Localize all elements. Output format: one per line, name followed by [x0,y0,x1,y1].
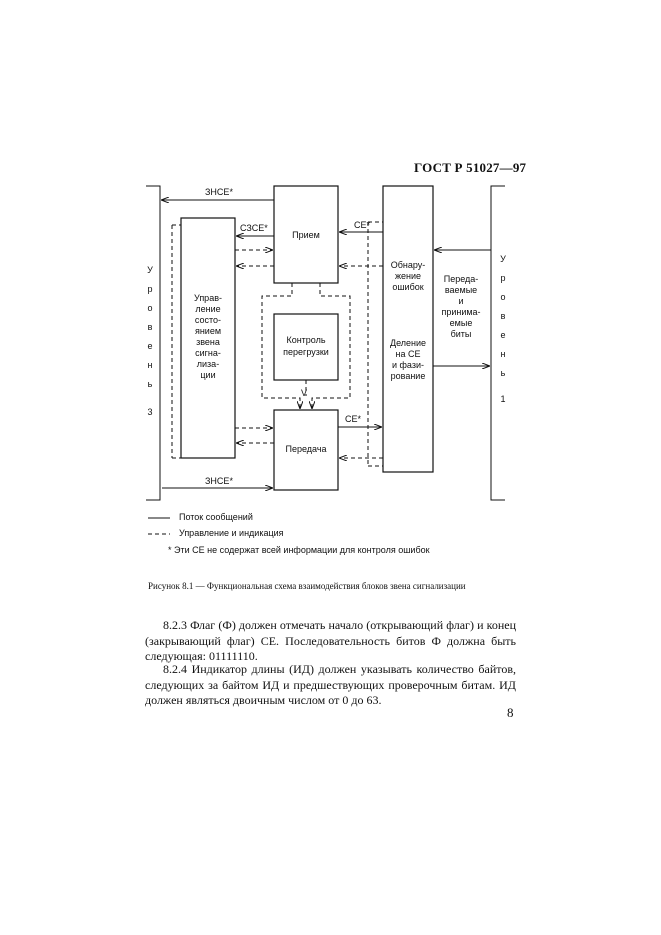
overload-control-loop [261,283,300,408]
legend-flow: Поток сообщений [179,512,253,522]
level1-letter: У [500,254,506,264]
svg-text:биты: биты [451,329,472,339]
level3-bracket [146,185,161,501]
level3-letter: о [147,303,152,313]
svg-text:на СЕ: на СЕ [396,349,421,359]
svg-text:емые: емые [450,318,473,328]
level3-letters: У р о в е н ь 3 [147,265,153,417]
transmit-block [273,409,339,491]
receive-text: Прием [292,230,320,240]
level1-letter: 1 [500,394,505,404]
overload-block [273,313,339,381]
delimit-text: Деление на СЕ и фази- рование [390,338,426,381]
level1-letter: о [500,292,505,302]
svg-text:состо-: состо- [195,315,221,325]
svg-text:принима-: принима- [441,307,480,317]
paragraph-8-2-3: 8.2.3 Флаг (Ф) должен отмечать начало (о… [145,618,516,663]
overload-text: Контроль перегрузки [283,335,329,357]
receive-block [273,185,339,284]
level3-letter: е [147,341,152,351]
error-detection-text: Обнару- жение ошибок [391,260,426,292]
transmit-text: Передача [285,444,326,454]
svg-text:Обнару-: Обнару- [391,260,426,270]
level1-letter: е [500,330,505,340]
level1-letter: н [501,349,506,359]
figure-caption: Рисунок 8.1 — Функциональная схема взаим… [148,581,466,591]
svg-text:рование: рование [391,371,426,381]
svg-text:ошибок: ошибок [392,282,423,292]
znse-bottom-label: ЗНСЕ* [205,476,233,486]
document-header: ГОСТ Р 51027—97 [414,160,527,175]
svg-text:лиза-: лиза- [197,359,219,369]
se-top-label: СЕ* [354,220,371,230]
legend-note: * Эти СЕ не содержат всей информации для… [168,545,430,555]
znse-top-label: ЗНСЕ* [205,187,233,197]
level3-letter: У [147,265,153,275]
functional-diagram: У р о в е н ь 3 У р о в е н ь 1 Управ- л… [146,185,506,535]
level1-letter: ь [501,368,506,378]
svg-text:и фази-: и фази- [392,360,424,370]
level1-letter: в [501,311,506,321]
level3-letter: р [147,284,152,294]
svg-text:звена: звена [196,337,220,347]
svg-text:ление: ление [195,304,220,314]
overload-control-loop [312,283,351,408]
legend-control: Управление и индикация [179,528,284,538]
level1-letter: р [500,273,505,283]
svg-text:жение: жение [395,271,421,281]
szse-label: СЗСЕ* [240,223,268,233]
svg-text:перегрузки: перегрузки [283,347,329,357]
bits-text: Переда- ваемые и принима- емые биты [441,274,480,339]
level3-letter: в [148,322,153,332]
svg-text:Контроль: Контроль [286,335,325,345]
svg-text:Деление: Деление [390,338,426,348]
svg-text:сигна-: сигна- [195,348,221,358]
management-block [180,217,236,459]
svg-text:Переда-: Переда- [444,274,479,284]
se-bottom-label: СЕ* [345,414,362,424]
error-block [382,185,434,473]
level1-letters: У р о в е н ь 1 [500,254,506,404]
level3-letter: 3 [147,407,152,417]
svg-text:ции: ции [200,370,215,380]
level3-letter: ь [148,379,153,389]
page-number: 8 [507,705,514,720]
level3-letter: н [148,360,153,370]
svg-text:Управ-: Управ- [194,293,222,303]
level1-bracket [490,185,505,501]
svg-text:янием: янием [195,326,221,336]
svg-text:ваемые: ваемые [445,285,477,295]
management-text: Управ- ление состо- янием звена сигна- л… [194,293,222,380]
svg-text:и: и [458,296,463,306]
paragraph-8-2-4: 8.2.4 Индикатор длины (ИД) должен указыв… [145,662,516,707]
v-label: V [301,388,307,398]
